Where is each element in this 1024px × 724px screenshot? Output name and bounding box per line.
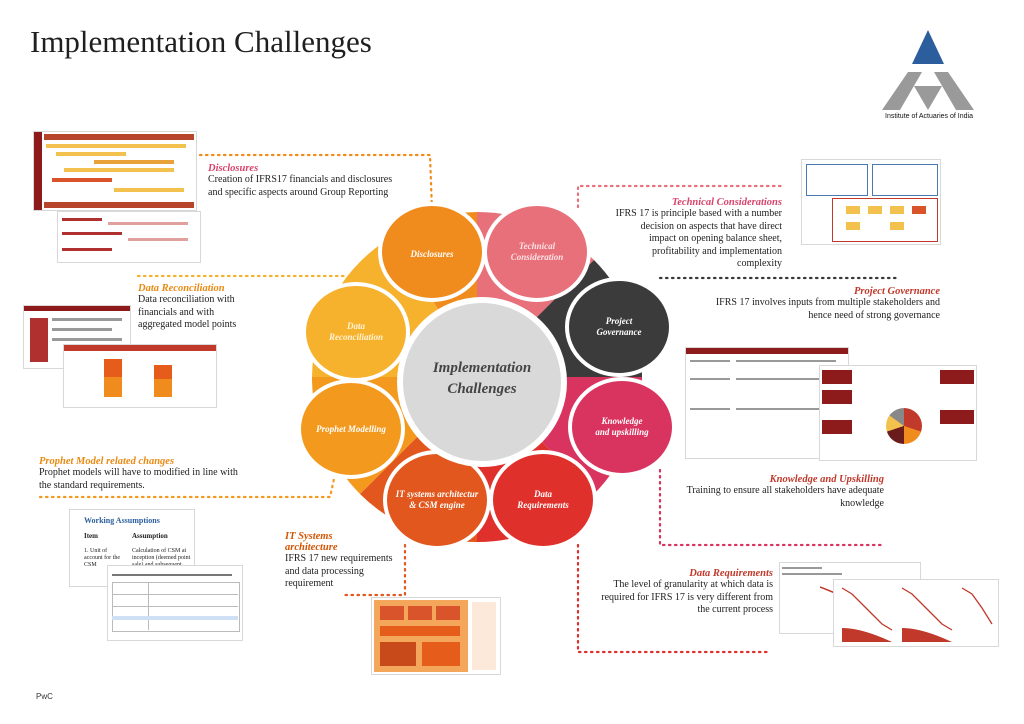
row-item-line: account for the	[84, 555, 120, 561]
hub-label-2: Challenges	[447, 381, 516, 397]
technical-thumbnail	[802, 160, 940, 244]
working-assumptions-title: Working Assumptions	[84, 516, 160, 525]
petal-knowledge	[568, 377, 676, 477]
report-thumbnail	[58, 212, 200, 262]
petal-label-reconciliation-1: Data	[346, 321, 366, 331]
footer-text: PwC	[36, 692, 53, 701]
caption-title: architecture	[285, 542, 338, 553]
caption-line: profitability and implementation	[652, 245, 782, 257]
caption-line: Creation of IFRS17 financials and disclo…	[208, 174, 393, 185]
petal-governance	[565, 277, 673, 377]
caption-line: Prophet models will have to modified in …	[39, 467, 238, 478]
caption-data-requirements: Data Requirements The level of granulari…	[583, 568, 773, 617]
petal-technical	[483, 202, 591, 302]
caption-knowledge: Knowledge and Upskilling Training to ens…	[664, 474, 884, 510]
caption-line: and data processing	[285, 565, 364, 577]
caption-title: Data Requirements	[689, 568, 773, 579]
caption-prophet: Prophet Model related changes Prophet mo…	[39, 456, 299, 492]
caption-line: The level of granularity at which data i…	[613, 579, 773, 590]
petal-label-governance-2: Governance	[597, 327, 642, 337]
knowledge-thumbnail	[820, 366, 976, 460]
petal-label-data-1: Data	[533, 489, 553, 499]
disclosures-thumbnail	[34, 132, 196, 210]
caption-disclosures: Disclosures Creation of IFRS17 financial…	[208, 163, 438, 199]
petal-label-it-1: IT systems architectur	[395, 489, 479, 499]
caption-title: Project Governance	[853, 286, 940, 297]
col-item: Item	[84, 532, 98, 540]
petal-reconciliation	[302, 282, 410, 382]
caption-reconciliation: Data Reconciliation Data reconciliation …	[138, 283, 288, 332]
petal-label-technical-2: Consideration	[511, 252, 564, 262]
caption-technical: Technical Considerations IFRS 17 is prin…	[582, 197, 782, 271]
caption-title: Technical Considerations	[671, 197, 782, 208]
caption-line: decision on aspects that have direct	[640, 220, 782, 232]
it-architecture-thumbnail	[372, 598, 500, 674]
caption-line: the current process	[697, 604, 773, 615]
row-assumption-line: sale) and subsequent	[132, 562, 182, 568]
caption-it: IT Systems architecture IFRS 17 new requ…	[285, 531, 415, 591]
caption-line: requirement	[285, 578, 334, 589]
institute-logo	[882, 30, 974, 110]
caption-line: impact on opening balance sheet,	[648, 233, 782, 244]
petal-label-knowledge-1: Knowledge	[600, 416, 642, 426]
data-requirements-thumbnail-2	[834, 580, 998, 646]
row-item-line: 1. Unit of	[84, 548, 108, 554]
caption-title: Prophet Model related changes	[39, 456, 175, 467]
caption-line: the standard requirements.	[39, 479, 145, 491]
caption-line: financials and with	[138, 306, 215, 318]
petal-label-disclosures: Disclosures	[409, 249, 454, 259]
caption-line: hence need of strong governance	[808, 309, 940, 321]
caption-line: and specific aspects around Group Report…	[208, 186, 389, 198]
caption-line: required for IFRS 17 is very different f…	[601, 591, 773, 603]
caption-line: Training to ensure all stakeholders have…	[686, 485, 884, 496]
caption-line: Data reconciliation with	[138, 294, 235, 305]
caption-line: knowledge	[840, 497, 884, 509]
petal-label-data-2: Requirements	[516, 500, 569, 510]
caption-line: aggregated model points	[138, 319, 237, 330]
caption-title: IT Systems	[285, 531, 333, 542]
petal-label-reconciliation-2: Reconciliation	[328, 332, 383, 342]
petal-label-technical-1: Technical	[519, 241, 556, 251]
caption-governance: Project Governance IFRS 17 involves inpu…	[680, 286, 940, 322]
logo-caption: Institute of Actuaries of India	[885, 113, 973, 120]
reconciliation-thumbnail-1	[24, 306, 130, 368]
reconciliation-chart-thumbnail	[64, 345, 216, 407]
row-item-line: CSM	[84, 562, 97, 568]
assumptions-table-thumbnail	[108, 566, 242, 640]
col-assumption: Assumption	[132, 532, 168, 540]
row-assumption-line: Calculation of CSM at	[132, 548, 187, 554]
caption-title: Knowledge and Upskilling	[769, 474, 884, 485]
petal-label-governance-1: Project	[606, 316, 633, 326]
caption-line: IFRS 17 new requirements	[285, 553, 393, 564]
flower-diagram: Implementation Challenges Disclosures Te…	[297, 202, 676, 550]
caption-title: Data Reconciliation	[138, 283, 225, 294]
caption-line: IFRS 17 involves inputs from multiple st…	[715, 297, 940, 308]
petal-label-prophet: Prophet Modelling	[316, 424, 386, 434]
page-title: Implementation Challenges	[30, 24, 372, 59]
hub-label-1: Implementation	[432, 360, 531, 376]
petal-label-knowledge-2: and upskilling	[595, 427, 649, 437]
caption-line: IFRS 17 is principle based with a number	[615, 208, 782, 219]
petal-label-it-2: & CSM engine	[409, 500, 465, 510]
caption-title: Disclosures	[208, 163, 259, 174]
caption-line: complexity	[737, 258, 782, 269]
row-assumption-line: inception (deemed point	[132, 555, 191, 561]
